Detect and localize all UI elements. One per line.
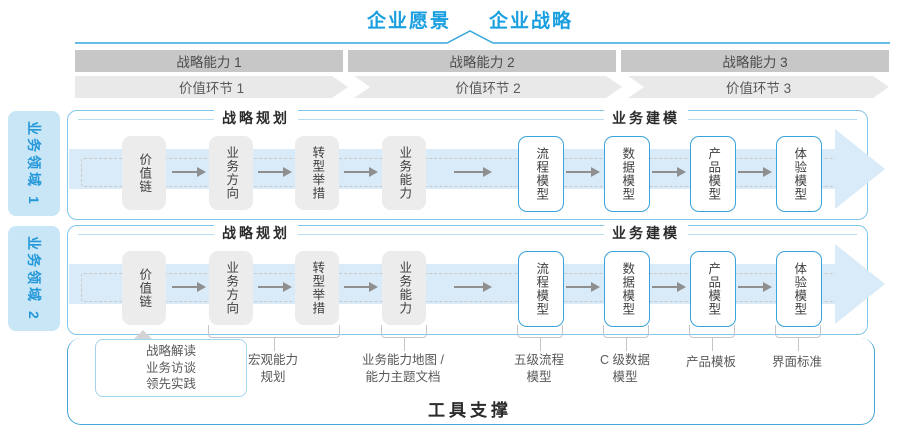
- brace-connector-capability-map: [381, 325, 427, 351]
- flow-box-label: 业务方向: [224, 261, 239, 315]
- flow-box-product-model: 产品模型: [690, 136, 736, 212]
- brace-connector-macro: [208, 325, 340, 351]
- annotation-product-template: 产品模板: [685, 355, 736, 369]
- arrow-right-icon: [344, 167, 378, 177]
- flow-box-label: 价值链: [137, 267, 152, 309]
- flow-box-business-direction: 业务方向: [209, 251, 253, 325]
- value-chain-chevron-1: 价值环节 1: [75, 76, 348, 98]
- caret-divider-line: [75, 30, 890, 44]
- flow-box-value-chain: 价值链: [122, 136, 166, 210]
- domain-container-1: 战略规划 业务建模 价值链 业务方向 转型举措 业务能力 流程模型 数据模型 产…: [67, 108, 885, 220]
- section-header-planning: 战略规划: [214, 108, 298, 128]
- arrow-right-icon: [738, 282, 772, 292]
- flow-box-process-model: 流程模型: [518, 251, 564, 327]
- top-titles: 企业愿景 企业战略: [30, 6, 910, 33]
- flow-box-label: 业务能力: [397, 146, 412, 200]
- flow-box-transformation: 转型举措: [295, 251, 339, 325]
- annotation-process-model: 五级流程 模型: [513, 353, 564, 384]
- arrow-right-icon: [652, 282, 686, 292]
- brace-connector-data: [603, 325, 649, 351]
- capability-bar-segment-2: 战略能力 2: [348, 50, 616, 72]
- tool-support-container: [67, 338, 875, 425]
- arrow-right-icon: [566, 282, 600, 292]
- flow-box-label: 产品模型: [706, 262, 721, 316]
- enterprise-vision-title: 企业愿景: [366, 11, 451, 32]
- flow-box-label: 业务能力: [397, 261, 412, 315]
- strategy-inputs-label: 战略解读 业务访谈 领先实践: [145, 343, 196, 392]
- arrow-right-icon: [454, 167, 492, 177]
- big-right-arrow-icon: [835, 129, 885, 209]
- domain-tab-label: 业务领域 2: [26, 235, 42, 322]
- flow-box-value-chain: 价值链: [122, 251, 166, 325]
- arrow-right-icon: [258, 282, 292, 292]
- flow-box-business-capability: 业务能力: [382, 251, 426, 325]
- flow-box-label: 转型举措: [310, 261, 325, 315]
- flow-box-business-direction: 业务方向: [209, 136, 253, 210]
- value-chain-chevron-3: 价值环节 3: [628, 76, 889, 98]
- arrow-right-icon: [738, 167, 772, 177]
- value-chain-label: 价值环节 1: [178, 81, 245, 96]
- capability-label: 战略能力 1: [176, 55, 242, 70]
- flow-box-process-model: 流程模型: [518, 136, 564, 212]
- flow-box-label: 流程模型: [534, 147, 549, 201]
- flow-box-label: 产品模型: [706, 147, 721, 201]
- arrow-right-icon: [344, 282, 378, 292]
- annotation-ui-standard: 界面标准: [771, 355, 822, 369]
- flow-box-label: 数据模型: [620, 262, 635, 316]
- domain-tab-label: 业务领域 1: [26, 120, 42, 207]
- flow-box-business-capability: 业务能力: [382, 136, 426, 210]
- arrow-right-icon: [172, 167, 206, 177]
- strategy-inputs-box: 战略解读 业务访谈 领先实践: [95, 339, 247, 397]
- flow-box-label: 价值链: [137, 152, 152, 194]
- big-right-arrow-icon: [835, 244, 885, 324]
- arrow-right-icon: [258, 167, 292, 177]
- flow-box-label: 业务方向: [224, 146, 239, 200]
- value-chain-label: 价值环节 3: [725, 81, 792, 96]
- value-chain-label: 价值环节 2: [455, 81, 521, 96]
- domain-container-2: 战略规划 业务建模 价值链 业务方向 转型举措 业务能力 流程模型 数据模型 产…: [67, 223, 885, 335]
- value-chain-chevron-2: 价值环节 2: [354, 76, 622, 98]
- flow-box-transformation: 转型举措: [295, 136, 339, 210]
- capability-label: 战略能力 3: [722, 55, 788, 70]
- flow-box-product-model: 产品模型: [690, 251, 736, 327]
- section-divider-line: [78, 119, 857, 120]
- tool-support-label: 工具支撑: [428, 401, 512, 420]
- arrow-right-icon: [652, 167, 686, 177]
- flow-box-label: 转型举措: [310, 146, 325, 200]
- flow-box-data-model: 数据模型: [604, 251, 650, 327]
- brace-connector-process: [517, 325, 563, 351]
- enterprise-strategy-title: 企业战略: [489, 11, 574, 32]
- annotation-data-model: C 级数据 模型: [599, 353, 650, 384]
- annotation-capability-map: 业务能力地图 / 能力主题文档: [362, 353, 444, 384]
- annotation-macro-capability: 宏观能力 规划: [247, 353, 298, 384]
- capability-label: 战略能力 2: [449, 55, 515, 70]
- domain-tab-1: 业务领域 1: [8, 111, 60, 216]
- section-header-modeling: 业务建模: [604, 108, 688, 128]
- section-header-modeling: 业务建模: [604, 223, 688, 243]
- flow-box-label: 数据模型: [620, 147, 635, 201]
- flow-box-label: 流程模型: [534, 262, 549, 316]
- section-header-planning: 战略规划: [214, 223, 298, 243]
- arrow-right-icon: [566, 167, 600, 177]
- flow-box-data-model: 数据模型: [604, 136, 650, 212]
- brace-connector-ui: [775, 325, 821, 351]
- arrow-right-icon: [172, 282, 206, 292]
- arrow-right-icon: [454, 282, 492, 292]
- domain-tab-2: 业务领域 2: [8, 226, 60, 331]
- capability-bar-segment-1: 战略能力 1: [75, 50, 343, 72]
- flow-box-label: 体验模型: [792, 147, 807, 201]
- capability-bar-segment-3: 战略能力 3: [621, 50, 889, 72]
- brace-connector-product: [689, 325, 735, 351]
- flow-box-experience-model: 体验模型: [776, 251, 822, 327]
- section-divider-line: [78, 234, 857, 235]
- flow-box-experience-model: 体验模型: [776, 136, 822, 212]
- flow-box-label: 体验模型: [792, 262, 807, 316]
